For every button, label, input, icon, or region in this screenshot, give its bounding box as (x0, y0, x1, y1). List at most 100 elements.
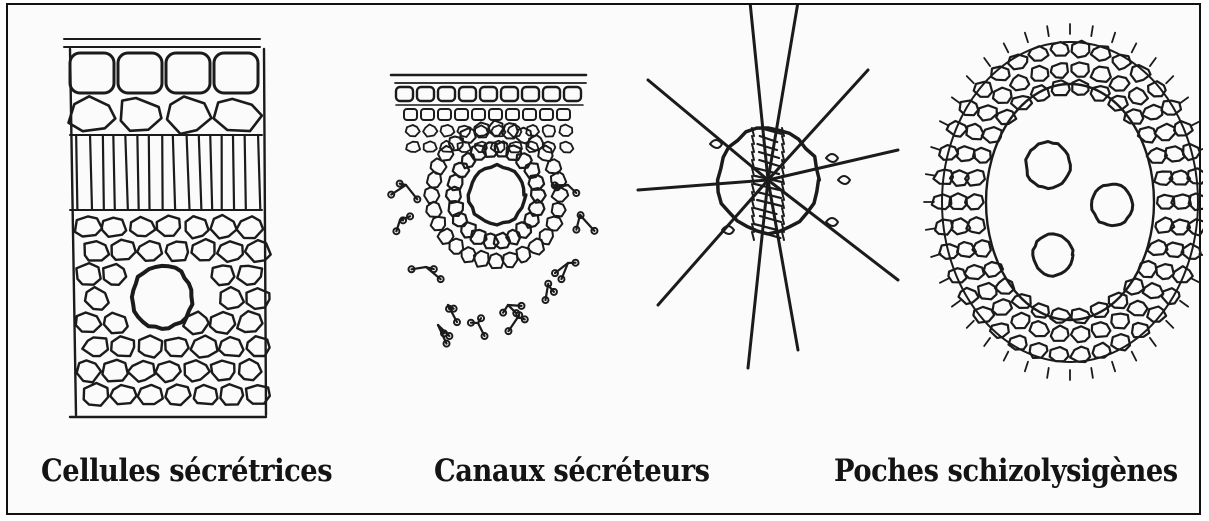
palisade-wall (149, 135, 150, 209)
cell (194, 385, 218, 404)
cell-projection (940, 278, 949, 283)
cell (424, 187, 439, 203)
cell-projection (1199, 147, 1203, 150)
epidermal-cell (564, 87, 581, 101)
cell (85, 287, 109, 310)
cell (165, 385, 190, 406)
cell (424, 141, 437, 151)
cell (1155, 124, 1176, 140)
epidermal-cell (501, 87, 518, 101)
cell (1030, 321, 1050, 336)
cell (1011, 313, 1029, 329)
secretion-droplet (1092, 184, 1133, 225)
palisade-wall (76, 135, 77, 209)
inner-cell (782, 168, 784, 176)
cell (1031, 66, 1048, 81)
cell-projection (931, 254, 941, 257)
inner-cell (752, 136, 754, 144)
cell (82, 337, 108, 356)
cell (1165, 146, 1185, 161)
cell (69, 96, 116, 131)
cell (1156, 264, 1174, 279)
cell (966, 124, 983, 140)
palisade-wall (233, 135, 234, 209)
epidermal-cell (543, 87, 560, 101)
palisade-wall (245, 135, 246, 209)
cell (110, 385, 136, 404)
cell (560, 142, 573, 153)
cell (957, 146, 975, 161)
cell (489, 109, 502, 120)
cell (1127, 301, 1147, 316)
epidermal-cell (480, 87, 497, 101)
cell-projection (1150, 58, 1156, 66)
inner-cell (752, 184, 754, 192)
cell-projection (1191, 121, 1200, 126)
cell-projection (1166, 321, 1173, 328)
cell (1129, 88, 1148, 105)
pocket-wall (986, 84, 1154, 320)
cell (978, 283, 996, 299)
cell (462, 153, 475, 168)
secretory-cell-cavity (132, 266, 193, 329)
epidermal-cell (417, 87, 434, 101)
cell-projection (1004, 43, 1009, 52)
cell (220, 384, 243, 405)
cell (101, 218, 126, 237)
inner-cell (759, 152, 779, 158)
inner-cell (782, 232, 784, 240)
cell (156, 361, 181, 382)
epidermis-cell (214, 53, 258, 93)
palisade-wall (173, 135, 175, 209)
cell (192, 239, 215, 260)
cell (506, 109, 519, 120)
palisade-wall (258, 135, 260, 209)
inner-cell (752, 144, 754, 152)
caption-schizolysigenous-pockets: Poches schizolysigènes (834, 453, 1178, 489)
cell (239, 359, 262, 380)
cell (211, 215, 237, 238)
cell (210, 312, 235, 334)
cell (1052, 80, 1070, 95)
caption-secretory-cells: Cellules sécrétrices (41, 453, 332, 489)
inner-cell (752, 200, 754, 208)
inner-cell (782, 208, 784, 216)
cell (166, 242, 188, 261)
cell (1091, 67, 1111, 82)
cell (139, 336, 162, 358)
cell (186, 216, 209, 238)
cell-projection (1132, 43, 1137, 52)
cell (85, 241, 110, 260)
cell-projection (1047, 368, 1049, 378)
cell-projection (952, 301, 960, 307)
cell (211, 361, 235, 381)
inner-cell (752, 176, 754, 184)
cell-projection (1112, 33, 1115, 43)
cell (540, 109, 553, 120)
cell (458, 142, 471, 152)
cell-projection (1091, 368, 1093, 378)
cell-projection (1166, 76, 1173, 83)
cell (1051, 63, 1068, 78)
cell (102, 360, 127, 382)
cell (438, 109, 451, 120)
cell (237, 216, 264, 238)
epidermis-cell (166, 53, 210, 93)
stellate-ray (638, 180, 768, 190)
cell (217, 241, 243, 262)
cell (523, 109, 536, 120)
epidermal-cell (459, 87, 476, 101)
cell (516, 247, 530, 263)
epidermal-cell (396, 87, 413, 101)
cell (472, 109, 485, 120)
cell (77, 360, 101, 382)
cell (965, 194, 983, 209)
epidermal-cell (522, 87, 539, 101)
cell (557, 109, 570, 120)
section-edge (264, 49, 266, 415)
cell (993, 88, 1012, 103)
cell (220, 287, 244, 309)
inner-cell (782, 152, 784, 160)
cell (130, 217, 155, 236)
inner-cell (782, 216, 784, 224)
